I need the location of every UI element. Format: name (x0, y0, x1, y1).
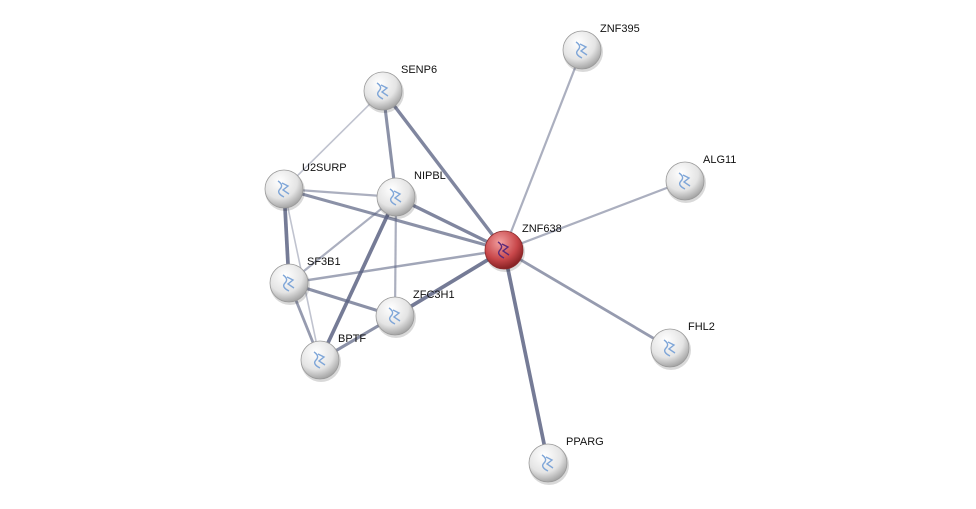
node-nipbl[interactable]: NIPBL (376, 170, 446, 219)
node-label: BPTF (338, 333, 366, 345)
protein-structure-icon (277, 180, 290, 198)
node-senp6[interactable]: SENP6 (363, 64, 437, 113)
edge-nipbl-znf638[interactable] (395, 195, 505, 252)
edge-nipbl-bptf[interactable] (318, 196, 398, 361)
edge-zfc3h1-znf638[interactable] (394, 248, 505, 318)
node-znf395[interactable]: ZNF395 (562, 23, 640, 72)
protein-structure-icon (541, 454, 554, 472)
edge-znf395-znf638[interactable] (502, 49, 584, 251)
protein-structure-icon (663, 339, 676, 357)
node-alg11[interactable]: ALG11 (665, 154, 736, 203)
protein-structure-icon (497, 241, 510, 259)
protein-structure-icon (313, 351, 326, 369)
edge-pparg-znf638[interactable] (502, 249, 550, 464)
edge-senp6-znf638[interactable] (381, 89, 506, 252)
protein-structure-icon (282, 274, 295, 292)
edge-nipbl-sf3b1[interactable] (288, 196, 397, 284)
protein-structure-icon (376, 82, 389, 100)
protein-structure-icon (389, 188, 402, 206)
node-label: FHL2 (688, 321, 715, 333)
protein-structure-icon (575, 41, 588, 59)
node-label: U2SURP (302, 162, 347, 174)
node-label: NIPBL (414, 170, 446, 182)
node-sf3b1[interactable]: SF3B1 (269, 256, 341, 305)
edge-nipbl-zfc3h1[interactable] (393, 196, 398, 317)
protein-structure-icon (388, 307, 401, 325)
node-zfc3h1[interactable]: ZFC3H1 (375, 289, 455, 338)
node-pparg[interactable]: PPARG (528, 436, 604, 485)
edge-senp6-u2surp[interactable] (283, 90, 384, 190)
protein-structure-icon (678, 172, 691, 190)
node-label: SENP6 (401, 64, 437, 76)
node-bptf[interactable]: BPTF (300, 333, 366, 382)
node-u2surp[interactable]: U2SURP (264, 162, 347, 211)
node-fhl2[interactable]: FHL2 (650, 321, 715, 370)
edge-u2surp-znf638[interactable] (283, 187, 505, 252)
node-label: PPARG (566, 436, 604, 448)
node-label: ALG11 (703, 154, 736, 166)
node-label: ZFC3H1 (413, 289, 455, 301)
node-label: SF3B1 (307, 256, 341, 268)
edge-alg11-znf638[interactable] (503, 179, 686, 252)
node-znf638[interactable]: ZNF638 (484, 223, 562, 272)
edge-sf3b1-znf638[interactable] (288, 248, 505, 285)
node-label: ZNF638 (522, 223, 562, 235)
edge-fhl2-znf638[interactable] (503, 248, 671, 350)
node-label: ZNF395 (600, 23, 640, 35)
